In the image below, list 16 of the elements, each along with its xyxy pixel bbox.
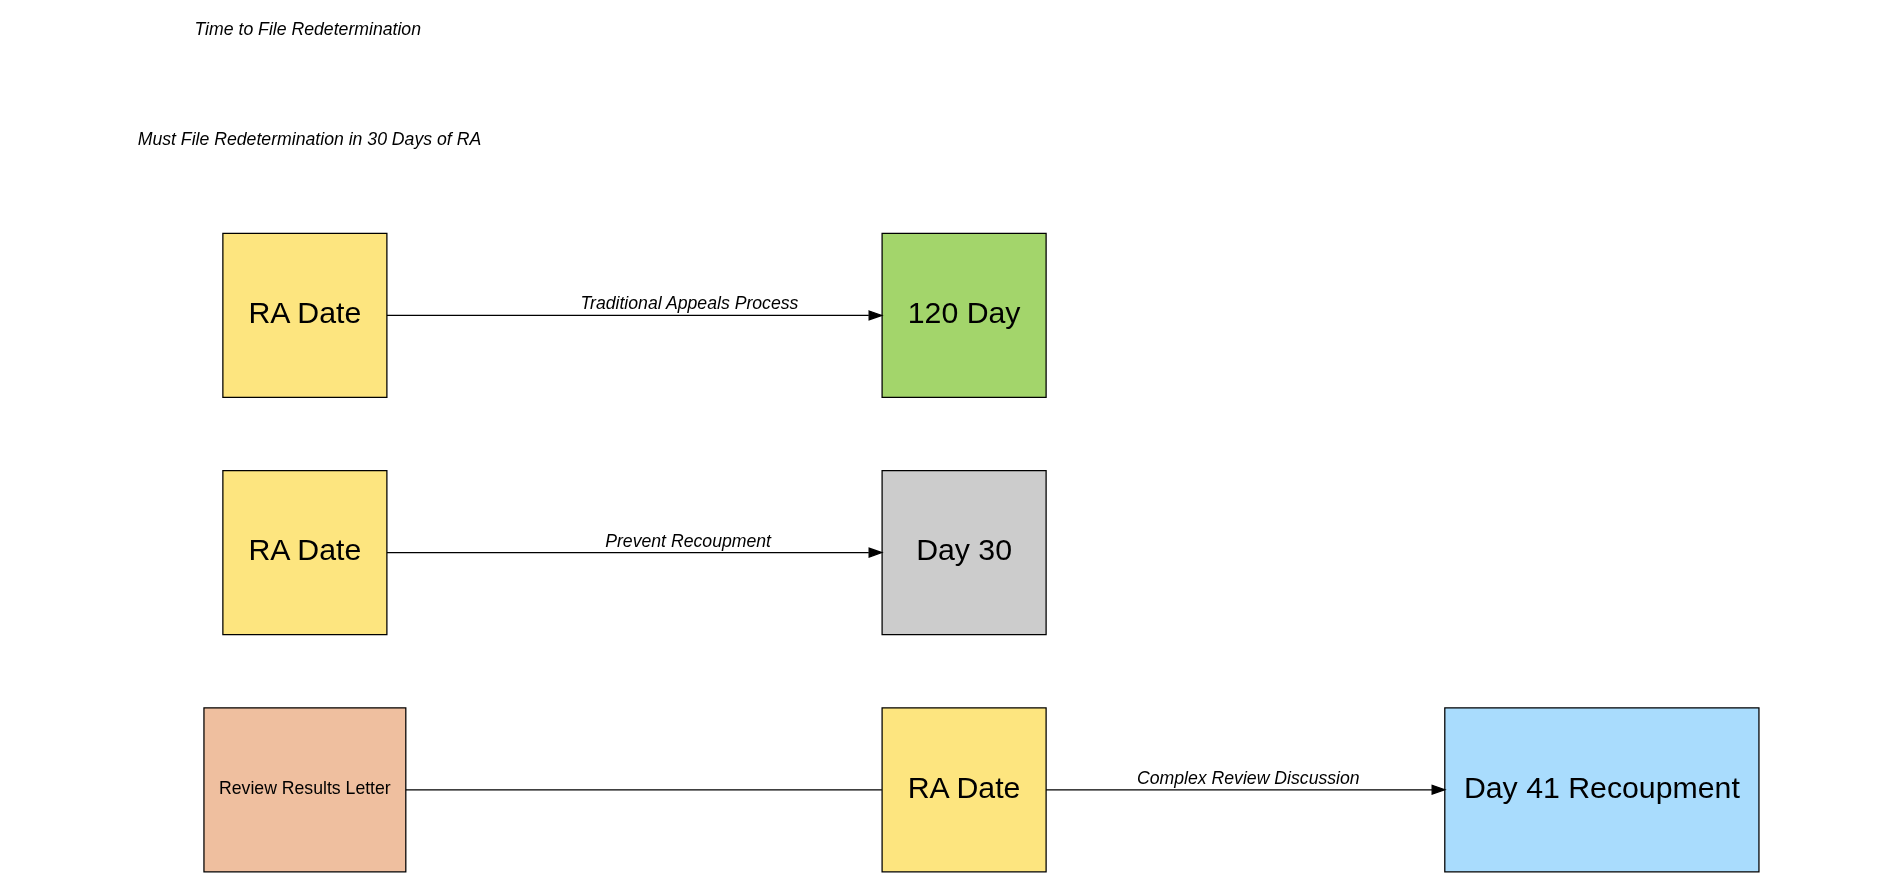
- edge-label: Complex Review Discussion: [1136, 767, 1360, 788]
- node-box: Review Results Letter: [202, 707, 406, 873]
- label: Time to File Redetermination: [193, 18, 421, 39]
- edge-label: Prevent Recoupment: [604, 530, 771, 551]
- connector: [404, 789, 882, 791]
- node-box: 120 Day: [880, 232, 1047, 399]
- node-box: Day 41 Recoupment: [1443, 707, 1760, 873]
- label: Must File Redetermination in 30 Days of RA: [137, 128, 481, 149]
- node-box: RA Date: [880, 707, 1047, 873]
- arrow: [1045, 784, 1447, 796]
- node-box: Day 30: [880, 469, 1047, 636]
- arrow: [385, 310, 884, 321]
- node-box: RA Date: [221, 469, 387, 636]
- node-box: RA Date: [221, 232, 387, 399]
- arrow: [385, 547, 884, 558]
- edge-label: Traditional Appeals Process: [580, 293, 798, 314]
